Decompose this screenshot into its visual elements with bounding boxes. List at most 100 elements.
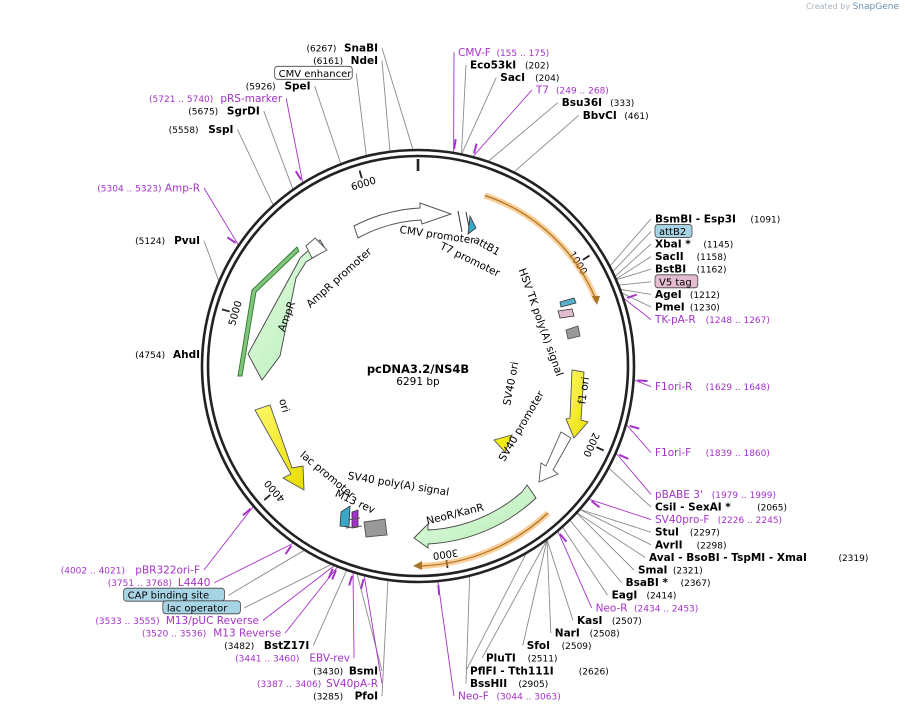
map-label-neo-r[interactable]: Neo-R(2434 .. 2453) <box>596 602 699 614</box>
primer-mark <box>590 500 601 509</box>
map-label-pluti[interactable]: PluTI(2511) <box>486 653 558 665</box>
map-label-sspi[interactable]: SspI(5558) <box>169 124 234 136</box>
map-label-bsmbi-esp3i[interactable]: BsmBI - Esp3I(1091) <box>655 213 780 225</box>
map-label-avai-bsobi-tspmi-xmai[interactable]: AvaI - BsoBI - TspMI - XmaI(2319) <box>649 552 868 564</box>
site-position: (3430) <box>313 667 343 677</box>
leader-line <box>580 509 652 546</box>
site-name: Eco53kI <box>470 59 516 71</box>
leader-line <box>355 73 367 156</box>
map-label-f1ori-f[interactable]: F1ori-F(1839 .. 1860) <box>655 447 770 459</box>
orf-arc-neo-lower-line <box>419 512 549 567</box>
map-label-avrii[interactable]: AvrII(2298) <box>655 539 727 551</box>
map-label-pbr322ori-f[interactable]: pBR322ori-F(4002 .. 4021) <box>61 565 200 577</box>
leader-line <box>557 531 592 608</box>
map-label-attb2[interactable]: attB2 <box>654 224 693 238</box>
primer-marks <box>226 138 648 596</box>
map-label-sfoi[interactable]: SfoI(2509) <box>527 640 592 652</box>
site-position: (5124) <box>135 237 165 247</box>
map-label-neo-f[interactable]: Neo-F(3044 .. 3063) <box>458 691 561 703</box>
map-label-bsshii[interactable]: BssHII(2905) <box>470 678 548 690</box>
map-label-pfoi[interactable]: PfoI(3285) <box>313 691 378 703</box>
primer-name: M13 Reverse <box>213 628 281 640</box>
site-position: (333) <box>610 99 634 109</box>
map-label-f1ori-r[interactable]: F1ori-R(1629 .. 1648) <box>655 381 770 393</box>
map-label-snabi[interactable]: SnaBI(6267) <box>306 43 378 55</box>
primer-range: (1629 .. 1648) <box>706 383 770 393</box>
map-label-bsabi[interactable]: BsaBI *(2367) <box>626 577 711 589</box>
map-label-cap-binding-site[interactable]: CAP binding site <box>123 587 225 602</box>
map-label-ndei[interactable]: NdeI(6161) <box>313 55 378 67</box>
map-label-amp-r[interactable]: Amp-R(5304 .. 5323) <box>97 183 200 195</box>
map-label-bsu36i[interactable]: Bsu36I (333) <box>562 97 635 109</box>
leader-line <box>481 540 547 659</box>
map-label-m13-puc-reverse[interactable]: M13/pUC Reverse(3533 .. 3555) <box>95 615 259 627</box>
tick-mark <box>582 254 591 261</box>
tick-label: 5000 <box>227 300 245 328</box>
leader-line <box>616 453 652 495</box>
map-label-spei[interactable]: SpeI(5926) <box>246 80 311 92</box>
map-label-pflfi-tth111i[interactable]: PflFI - Tth111I(2626) <box>470 665 609 677</box>
map-label-eagi[interactable]: EagI(2414) <box>612 590 677 602</box>
map-label-pbabe-3[interactable]: pBABE 3'(1979 .. 1999) <box>655 489 776 501</box>
map-label-smai[interactable]: SmaI(2321) <box>638 565 703 577</box>
attb1-marker <box>467 214 477 235</box>
site-name: Bsu36I <box>562 97 602 109</box>
site-position: (1158) <box>697 253 727 263</box>
sv40-ori-box <box>493 434 513 453</box>
map-label-sacii[interactable]: SacII(1158) <box>655 251 727 263</box>
site-position: (202) <box>525 61 549 71</box>
site-name: PfoI <box>355 691 378 703</box>
map-label-cmv-f[interactable]: CMV-F(155 .. 175) <box>458 47 549 59</box>
map-label-agei[interactable]: AgeI(1212) <box>655 289 720 301</box>
site-position: (2511) <box>528 655 558 665</box>
map-label-l4440[interactable]: L4440(3751 .. 3768) <box>108 577 211 589</box>
primer-name: TK-pA-R <box>654 314 696 326</box>
leader-line <box>381 580 389 697</box>
map-label-bstbi[interactable]: BstBI(1162) <box>655 264 727 276</box>
site-name: CsiI - SexAI * <box>655 502 731 514</box>
map-label-nari[interactable]: NarI(2508) <box>555 628 620 640</box>
feature-name: lac operator <box>167 603 228 614</box>
map-label-tk-pa-r[interactable]: TK-pA-R(1248 .. 1267) <box>654 314 770 326</box>
primer-range: (5304 .. 5323) <box>97 185 161 195</box>
map-label-kasi[interactable]: KasI(2507) <box>577 615 642 627</box>
map-label-stui[interactable]: StuI(2297) <box>655 527 720 539</box>
site-name: SgrDI <box>227 106 260 118</box>
map-label-bstz17i[interactable]: BstZ17I(3482) <box>224 640 309 652</box>
map-label-bbvci[interactable]: BbvCI(461) <box>583 110 649 122</box>
site-position: (1230) <box>690 304 720 314</box>
leader-line <box>285 98 304 183</box>
map-label-sgrdi[interactable]: SgrDI(5675) <box>188 106 260 118</box>
map-label-pvui[interactable]: PvuI(5124) <box>135 235 200 247</box>
map-label-sv40pro-f[interactable]: SV40pro-F(2226 .. 2245) <box>655 514 782 526</box>
map-label-xbai[interactable]: XbaI *(1145) <box>655 239 733 251</box>
map-label-saci[interactable]: SacI(204) <box>500 72 559 84</box>
tick-mark <box>358 170 363 179</box>
map-label-eco53ki[interactable]: Eco53kI (202) <box>470 59 549 71</box>
map-label-ahdi[interactable]: AhdI(4754) <box>135 349 200 361</box>
map-label-m13-reverse[interactable]: M13 Reverse(3520 .. 3536) <box>142 628 281 640</box>
site-name: SmaI <box>638 565 668 577</box>
leader-line <box>620 289 652 295</box>
map-label-bsmi[interactable]: BsmI(3430) <box>313 665 378 677</box>
map-label-csii-sexai[interactable]: CsiI - SexAI *(2065) <box>655 502 787 514</box>
map-label-lac-operator[interactable]: lac operator <box>162 600 241 615</box>
map-label-pmei[interactable]: PmeI(1230) <box>655 302 720 314</box>
feature-label-f1-ori: f1 ori <box>576 376 592 405</box>
primer-mark <box>331 569 337 580</box>
leader-line <box>615 243 652 277</box>
map-label-prs-marker[interactable]: pRS-marker(5721 .. 5740) <box>149 93 283 105</box>
leader-line <box>576 513 635 571</box>
site-name: PflFI - Tth111I <box>470 665 554 677</box>
map-label-cmv-enhancer[interactable]: CMV enhancer <box>274 65 353 80</box>
map-label-t7[interactable]: T7(249 .. 268) <box>535 85 609 97</box>
map-label-ebv-rev[interactable]: EBV-rev(3441 .. 3460) <box>235 653 350 665</box>
tick-mark <box>263 494 271 501</box>
site-position: (5926) <box>246 82 276 92</box>
ampr-promoter-arrow <box>305 237 328 259</box>
map-label-sv40pa-r[interactable]: SV40pA-R(3387 .. 3406) <box>257 678 378 690</box>
leader-line <box>577 512 646 558</box>
primer-name: Neo-F <box>458 691 489 703</box>
leader-line <box>624 298 652 320</box>
map-label-v5-tag[interactable]: V5 tag <box>654 274 699 289</box>
